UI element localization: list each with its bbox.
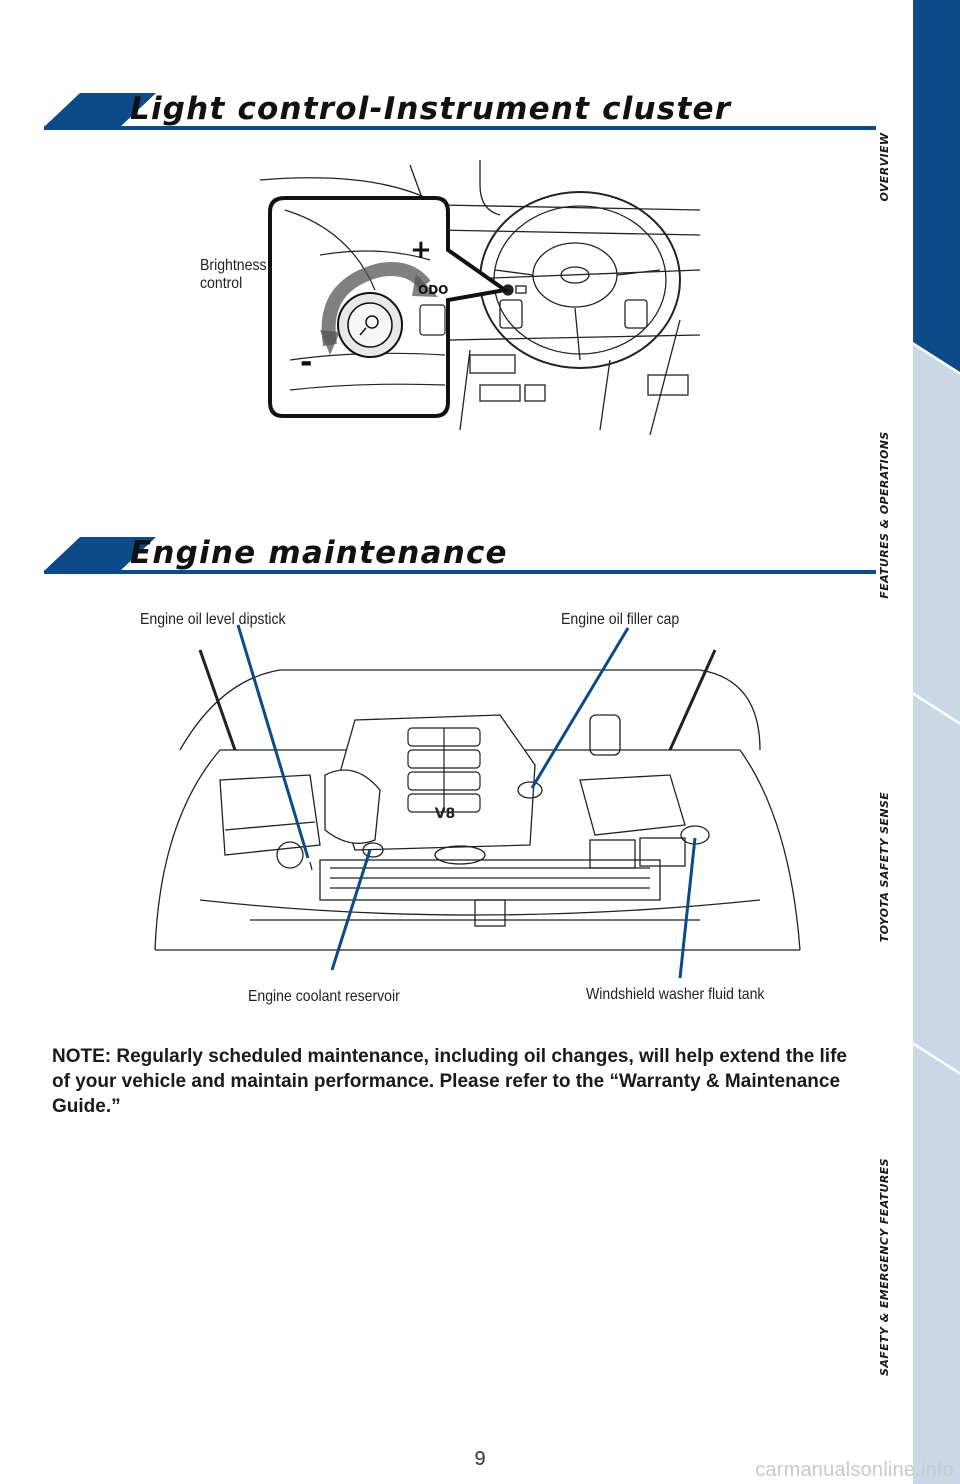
sidebar-tab-safety-sense-bg: [913, 695, 960, 1072]
section-rule: [44, 570, 876, 574]
plus-label: +: [410, 235, 432, 265]
coolant-label: Engine coolant reservoir: [248, 988, 400, 1005]
page-number: 9: [474, 1448, 486, 1470]
sidebar-tab-features-bg: [913, 345, 960, 722]
sidebar-tab-safety-emergency[interactable]: SAFETY & EMERGENCY FEATURES: [878, 1158, 891, 1376]
section-rule: [44, 126, 876, 130]
sidebar-tab-overview[interactable]: OVERVIEW: [878, 132, 891, 202]
coolant-leader-line: [330, 849, 372, 971]
filler-cap-leader-line: [530, 627, 630, 789]
dashboard-drawing: [259, 160, 701, 436]
washer-label: Windshield washer fluid tank: [586, 986, 765, 1003]
engine-drawing: V8: [154, 624, 801, 979]
dipstick-leader-line: [236, 624, 310, 859]
section-title: Engine maintenance: [130, 535, 508, 571]
section-header-engine-maintenance: Engine maintenance: [0, 524, 880, 574]
washer-leader-line: [678, 837, 697, 979]
sidebar-tabs-shape: [885, 0, 960, 1484]
v8-badge: V8: [435, 806, 456, 822]
sidebar-tab-toyota-safety-sense[interactable]: TOYOTA SAFETY SENSE: [878, 791, 891, 943]
section-header-light-control: Light control-Instrument cluster: [0, 80, 880, 130]
light-control-illustration: Brightness control + - ODO: [180, 150, 701, 450]
odo-label: ODO: [418, 283, 449, 297]
sidebar-tab-features-operations[interactable]: FEATURES & OPERATIONS: [878, 431, 891, 599]
sidebar-tab-overview-bg: [885, 0, 960, 372]
engine-bay-illustration: V8 Engine oil level dipstick Engine oil …: [140, 600, 860, 1020]
filler-cap-label: Engine oil filler cap: [561, 611, 680, 628]
sidebar-tab-emergency-bg: [913, 1045, 960, 1484]
section-sidebar: OVERVIEW FEATURES & OPERATIONS TOYOTA SA…: [878, 0, 960, 1484]
minus-label: -: [300, 345, 313, 380]
maintenance-note: NOTE: Regularly scheduled maintenance, i…: [52, 1046, 847, 1117]
watermark: carmanualsonline.info: [755, 1459, 954, 1481]
dipstick-label: Engine oil level dipstick: [140, 611, 286, 628]
section-title: Light control-Instrument cluster: [130, 91, 732, 127]
brightness-control-label: Brightness control: [200, 257, 267, 292]
